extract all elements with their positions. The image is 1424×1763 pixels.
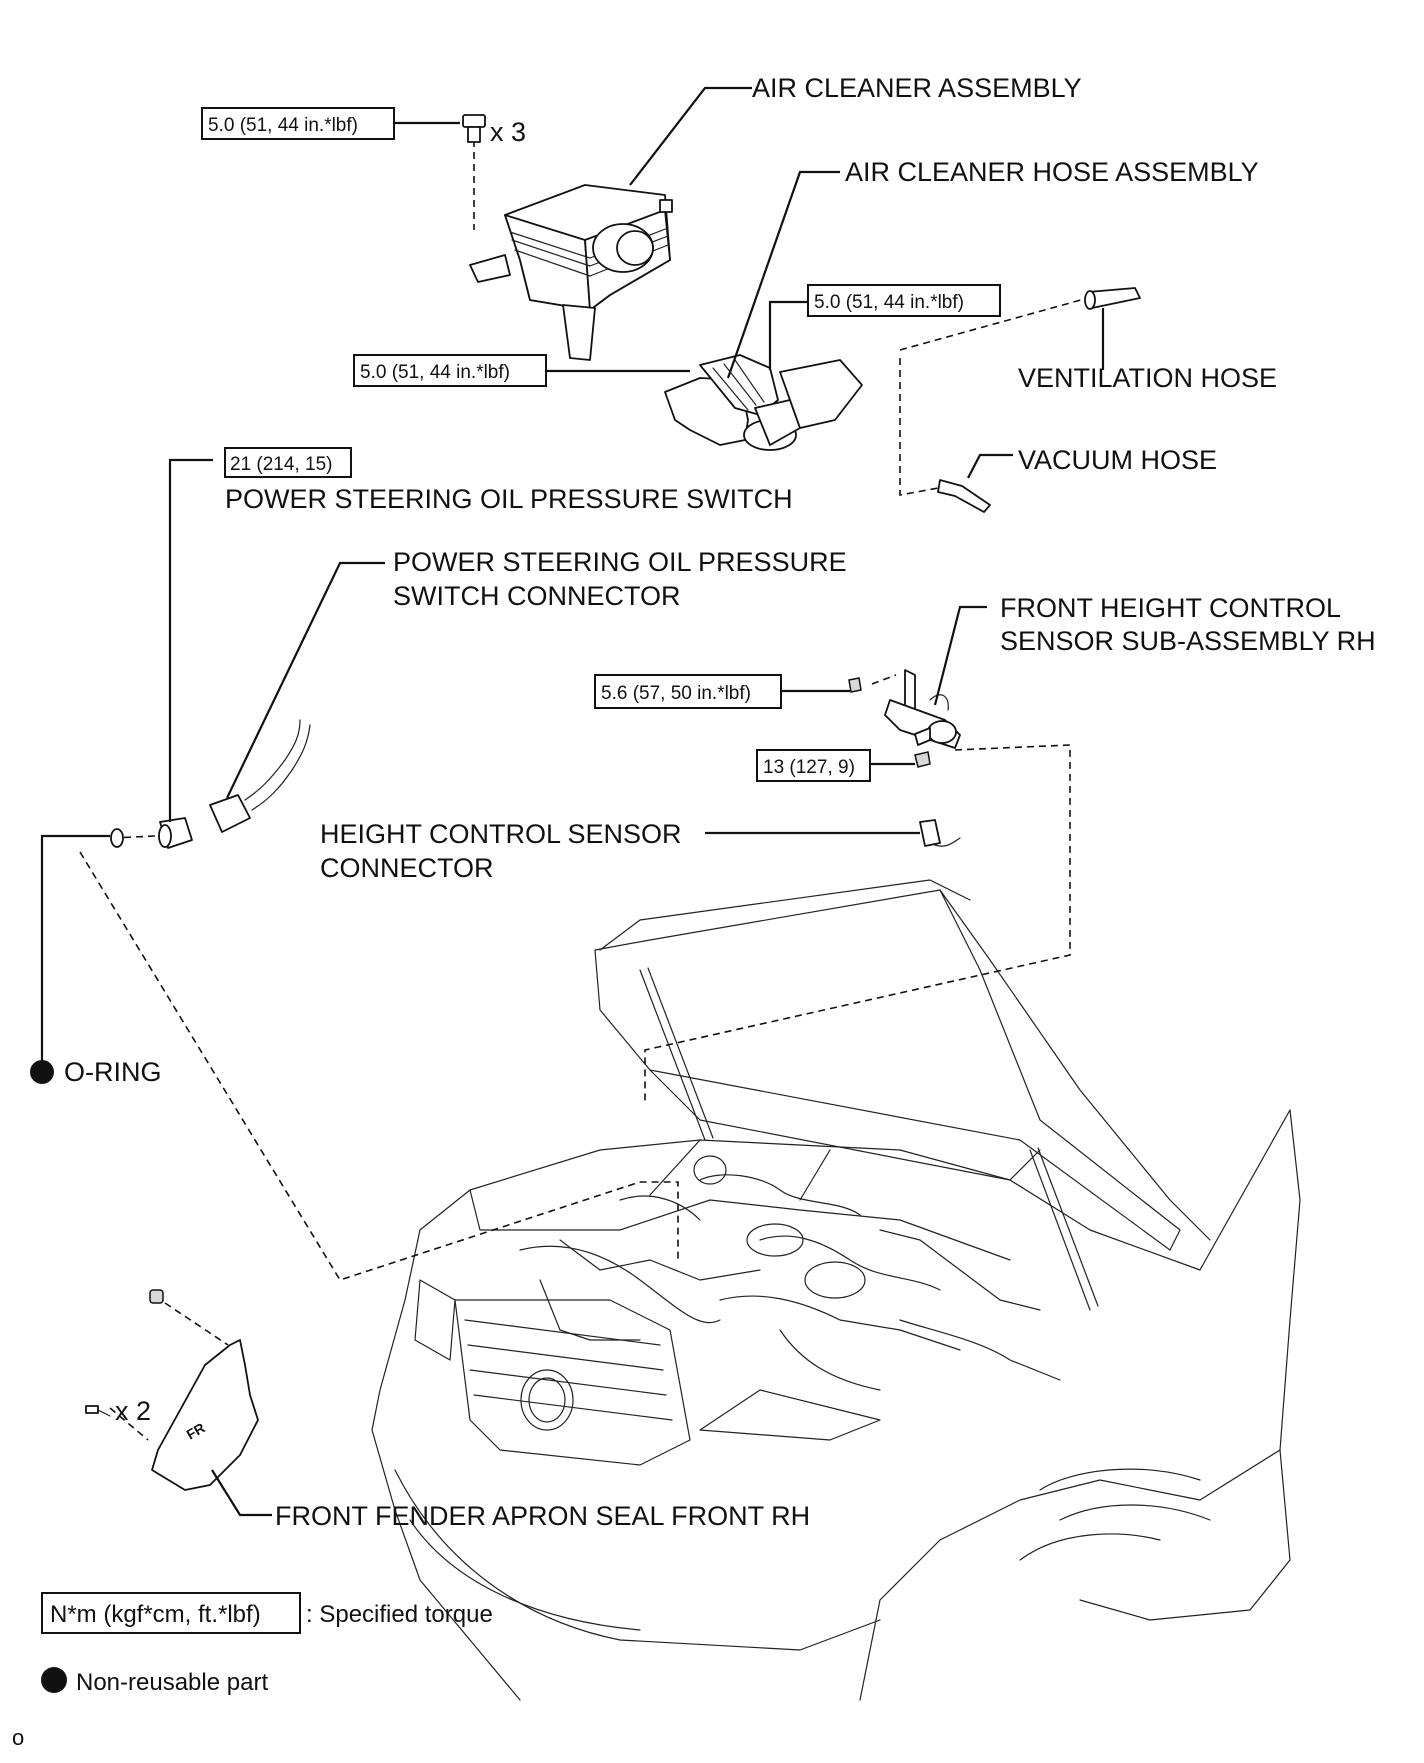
bolt-icon [462,114,486,143]
torque-spec-height-sensor-nut: 5.6 (57, 50 in.*lbf) [594,674,782,709]
label-height-sensor-line1: FRONT HEIGHT CONTROL [1000,593,1341,623]
vacuum-hose-part [937,479,991,513]
torque-value-hose-right: 5.0 (51, 44 in.*lbf) [814,292,964,313]
label-ventilation-hose: VENTILATION HOSE [1018,363,1277,393]
torque-spec-height-sensor-bolt: 13 (127, 9) [756,749,871,782]
quantity-x3: x 3 [490,117,526,147]
quantity-x2: x 2 [115,1396,151,1426]
label-o-ring: O-RING [64,1057,162,1087]
o-ring-part [110,828,124,848]
torque-value-ps-switch: 21 (214, 15) [230,454,332,475]
torque-spec-ps-switch: 21 (214, 15) [224,447,352,478]
non-reusable-marker-icon [30,1060,54,1084]
switch-connector-part [209,719,311,833]
label-height-connector-line2: CONNECTOR [320,853,494,883]
leader-lines [40,86,1105,1517]
vehicle-front-illustration [371,879,1301,1701]
legend: N*m (kgf*cm, ft.*lbf) : Specified torque… [41,1592,493,1696]
label-height-sensor-line2: SENSOR SUB-ASSEMBLY RH [1000,626,1376,656]
clip-icon [149,1289,164,1304]
label-fender-apron-seal: FRONT FENDER APRON SEAL FRONT RH [275,1501,810,1531]
label-ps-connector-line2: SWITCH CONNECTOR [393,581,681,611]
legend-torque-unit: N*m (kgf*cm, ft.*lbf) [50,1601,261,1628]
label-ps-connector-line1: POWER STEERING OIL PRESSURE [393,547,847,577]
fender-apron-seal-part [151,1339,259,1491]
torque-spec-hose-left: 5.0 (51, 44 in.*lbf) [353,354,547,387]
torque-value-height-sensor-nut: 5.6 (57, 50 in.*lbf) [601,683,751,704]
label-air-cleaner-hose-assembly: AIR CLEANER HOSE ASSEMBLY [845,157,1259,187]
label-ps-oil-pressure-switch: POWER STEERING OIL PRESSURE SWITCH [225,484,793,514]
assembly-dashed-lines [79,140,1089,1441]
air-cleaner-assembly-part [469,184,673,361]
oil-pressure-switch-part [158,817,193,849]
air-cleaner-hose-part [664,354,863,451]
torque-spec-hose-right: 5.0 (51, 44 in.*lbf) [807,284,1001,317]
footer-mark: o [12,1725,24,1750]
screw-icon [85,1405,111,1417]
height-sensor-bolt-part [914,751,931,768]
height-sensor-part [848,669,961,749]
ventilation-hose-part [1084,287,1141,310]
torque-spec-air-cleaner: 5.0 (51, 44 in.*lbf) [201,107,395,140]
legend-torque-desc: : Specified torque [306,1601,493,1628]
torque-value-hose-left: 5.0 (51, 44 in.*lbf) [360,362,510,383]
legend-non-reusable-desc: Non-reusable part [76,1669,268,1696]
torque-value-height-sensor-bolt: 13 (127, 9) [763,757,855,778]
torque-value-air-cleaner: 5.0 (51, 44 in.*lbf) [208,115,358,136]
legend-non-reusable-icon [41,1667,67,1693]
label-vacuum-hose: VACUUM HOSE [1018,445,1217,475]
label-height-connector-line1: HEIGHT CONTROL SENSOR [320,819,682,849]
height-sensor-connector-part [919,819,961,847]
label-air-cleaner-assembly: AIR CLEANER ASSEMBLY [752,73,1082,103]
